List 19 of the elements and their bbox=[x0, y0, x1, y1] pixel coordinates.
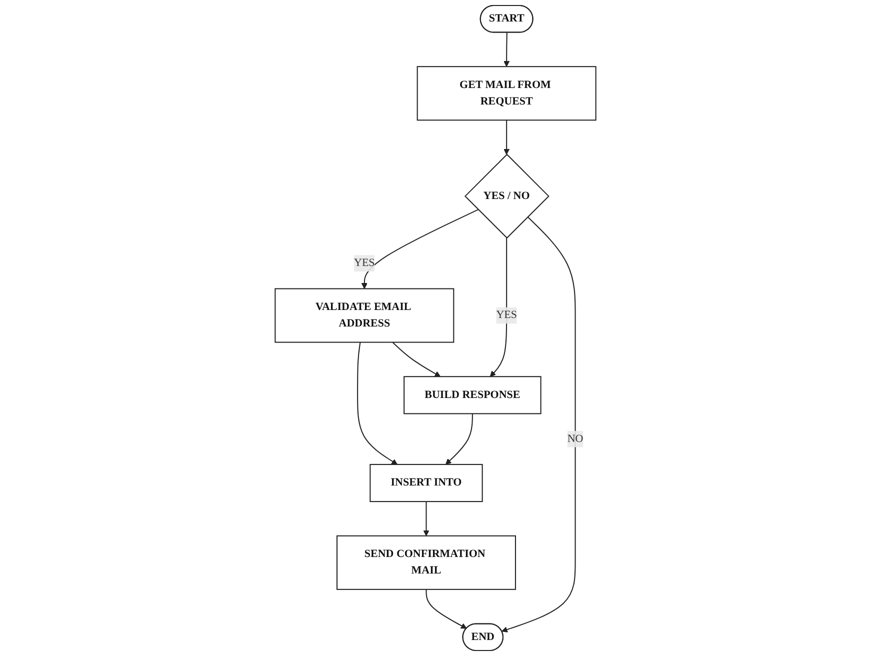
arrow bbox=[392, 342, 441, 377]
arrow bbox=[504, 120, 510, 155]
node-box: INSERT INTO bbox=[370, 464, 483, 502]
node-box: VALIDATE EMAIL ADDRESS bbox=[274, 288, 454, 343]
node-box: GET MAIL FROM REQUEST bbox=[416, 66, 596, 121]
edge-label: YES bbox=[354, 257, 375, 269]
arrow bbox=[357, 342, 398, 465]
node-box: BUILD RESPONSE bbox=[404, 376, 542, 414]
arrow bbox=[426, 589, 467, 629]
node-diamond: YES / NO bbox=[464, 154, 550, 239]
arrow bbox=[361, 209, 478, 289]
edge-label: YES bbox=[496, 309, 517, 321]
arrow bbox=[504, 32, 510, 67]
arrow bbox=[445, 414, 473, 465]
arrow bbox=[502, 216, 576, 632]
arrow bbox=[490, 238, 508, 377]
node-box: SEND CONFIRMATION MAIL bbox=[336, 535, 516, 590]
arrow bbox=[423, 502, 430, 536]
edge-label: NO bbox=[567, 432, 584, 445]
